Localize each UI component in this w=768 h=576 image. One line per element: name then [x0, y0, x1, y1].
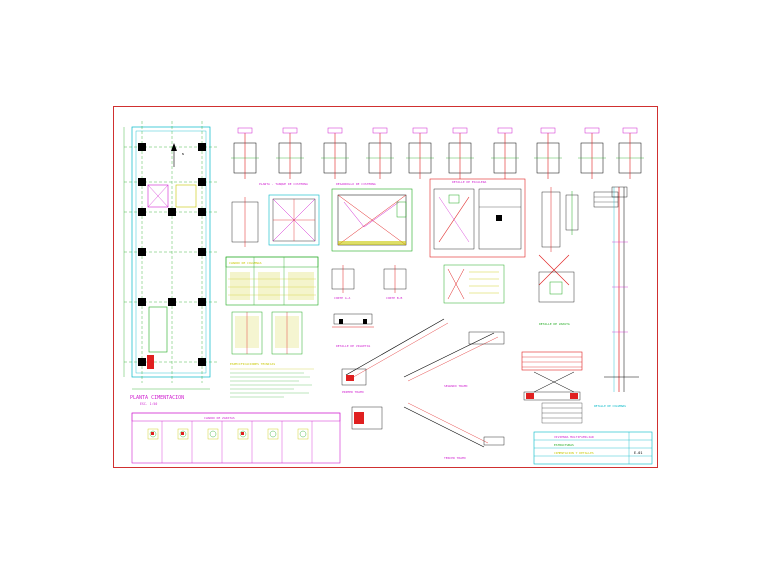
title-block-line-1: ESTRUCTURAS — [554, 443, 574, 447]
detail-title-4: CORTE A-A — [334, 296, 350, 300]
detail-title-12: CUADRO DE COLUMNAS — [229, 261, 262, 265]
detail-title-10: DETALLE DE ZAPATA — [539, 322, 570, 326]
detail-title-14: CUADRO DE ZAPATAS — [204, 416, 235, 420]
cistern-section[interactable]: DESARROLLO DE CISTERNA — [331, 182, 413, 252]
column-sections-row[interactable] — [231, 127, 644, 179]
cistern-plan[interactable]: PLANTA - TANQUE DE CISTERNA — [231, 182, 320, 247]
joist-detail[interactable]: DETALLE DE VIGUETAS — [332, 313, 374, 348]
svg-text:N: N — [182, 152, 184, 156]
beam-section-detail[interactable] — [521, 351, 583, 424]
stair-detail-box[interactable]: DETALLE DE ESCALERA — [429, 178, 526, 258]
specifications-block[interactable]: ESPECIFICACIONES TECNICAS — [230, 362, 314, 398]
detail-title-1: DESARROLLO DE CISTERNA — [336, 182, 376, 186]
beam-details[interactable] — [541, 187, 579, 252]
detail-title-11: DETALLE DE COLUMNAS — [594, 404, 626, 408]
detail-title-7: PRIMER TRAMO — [342, 390, 364, 394]
detail-title-2: DETALLE DE ESCALERA — [452, 180, 487, 184]
drawing-sheet[interactable]: N PLANTA CIMENTACION ESC. 1:50 — [113, 106, 658, 468]
cad-drawing: N PLANTA CIMENTACION ESC. 1:50 — [123, 121, 653, 465]
beam-elevations[interactable] — [231, 311, 303, 355]
plan-title: PLANTA CIMENTACION — [130, 395, 184, 401]
detail-title-0: PLANTA - TANQUE DE CISTERNA — [259, 182, 308, 186]
column-schedule-table[interactable]: CUADRO DE COLUMNAS — [225, 256, 319, 306]
title-block[interactable]: VIVIENDA MULTIFAMILIAR ESTRUCTURAS CIMEN… — [533, 431, 653, 465]
title-block-line-2: CIMENTACION Y DETALLES — [554, 451, 594, 455]
footing-detail[interactable]: DETALLE DE ZAPATA — [538, 254, 575, 326]
footing-schedule[interactable]: CUADRO DE ZAPATAS — [131, 412, 341, 464]
rebar-legend[interactable] — [443, 264, 505, 304]
foundation-plan[interactable]: N PLANTA CIMENTACION ESC. 1:50 — [123, 121, 218, 406]
section-cuts[interactable]: CORTE A-A CORTE B-B — [331, 265, 407, 300]
plan-scale: ESC. 1:50 — [140, 402, 157, 406]
detail-title-9: TERCER TRAMO — [444, 456, 466, 460]
detail-title-8: SEGUNDO TRAMO — [444, 384, 468, 388]
detail-title-6: DETALLE DE VIGUETAS — [336, 344, 371, 348]
stair-flights[interactable]: PRIMER TRAMO SEGUNDO TRAMO TERCER TRAMO — [341, 318, 505, 460]
title-block-line-0: VIVIENDA MULTIFAMILIAR — [554, 435, 594, 439]
detail-title-5: CORTE B-B — [386, 296, 402, 300]
column-elevation[interactable]: DETALLE DE COLUMNAS — [593, 186, 639, 408]
detail-title-13: ESPECIFICACIONES TECNICAS — [230, 362, 275, 366]
sheet-number: E-01 — [634, 451, 642, 455]
